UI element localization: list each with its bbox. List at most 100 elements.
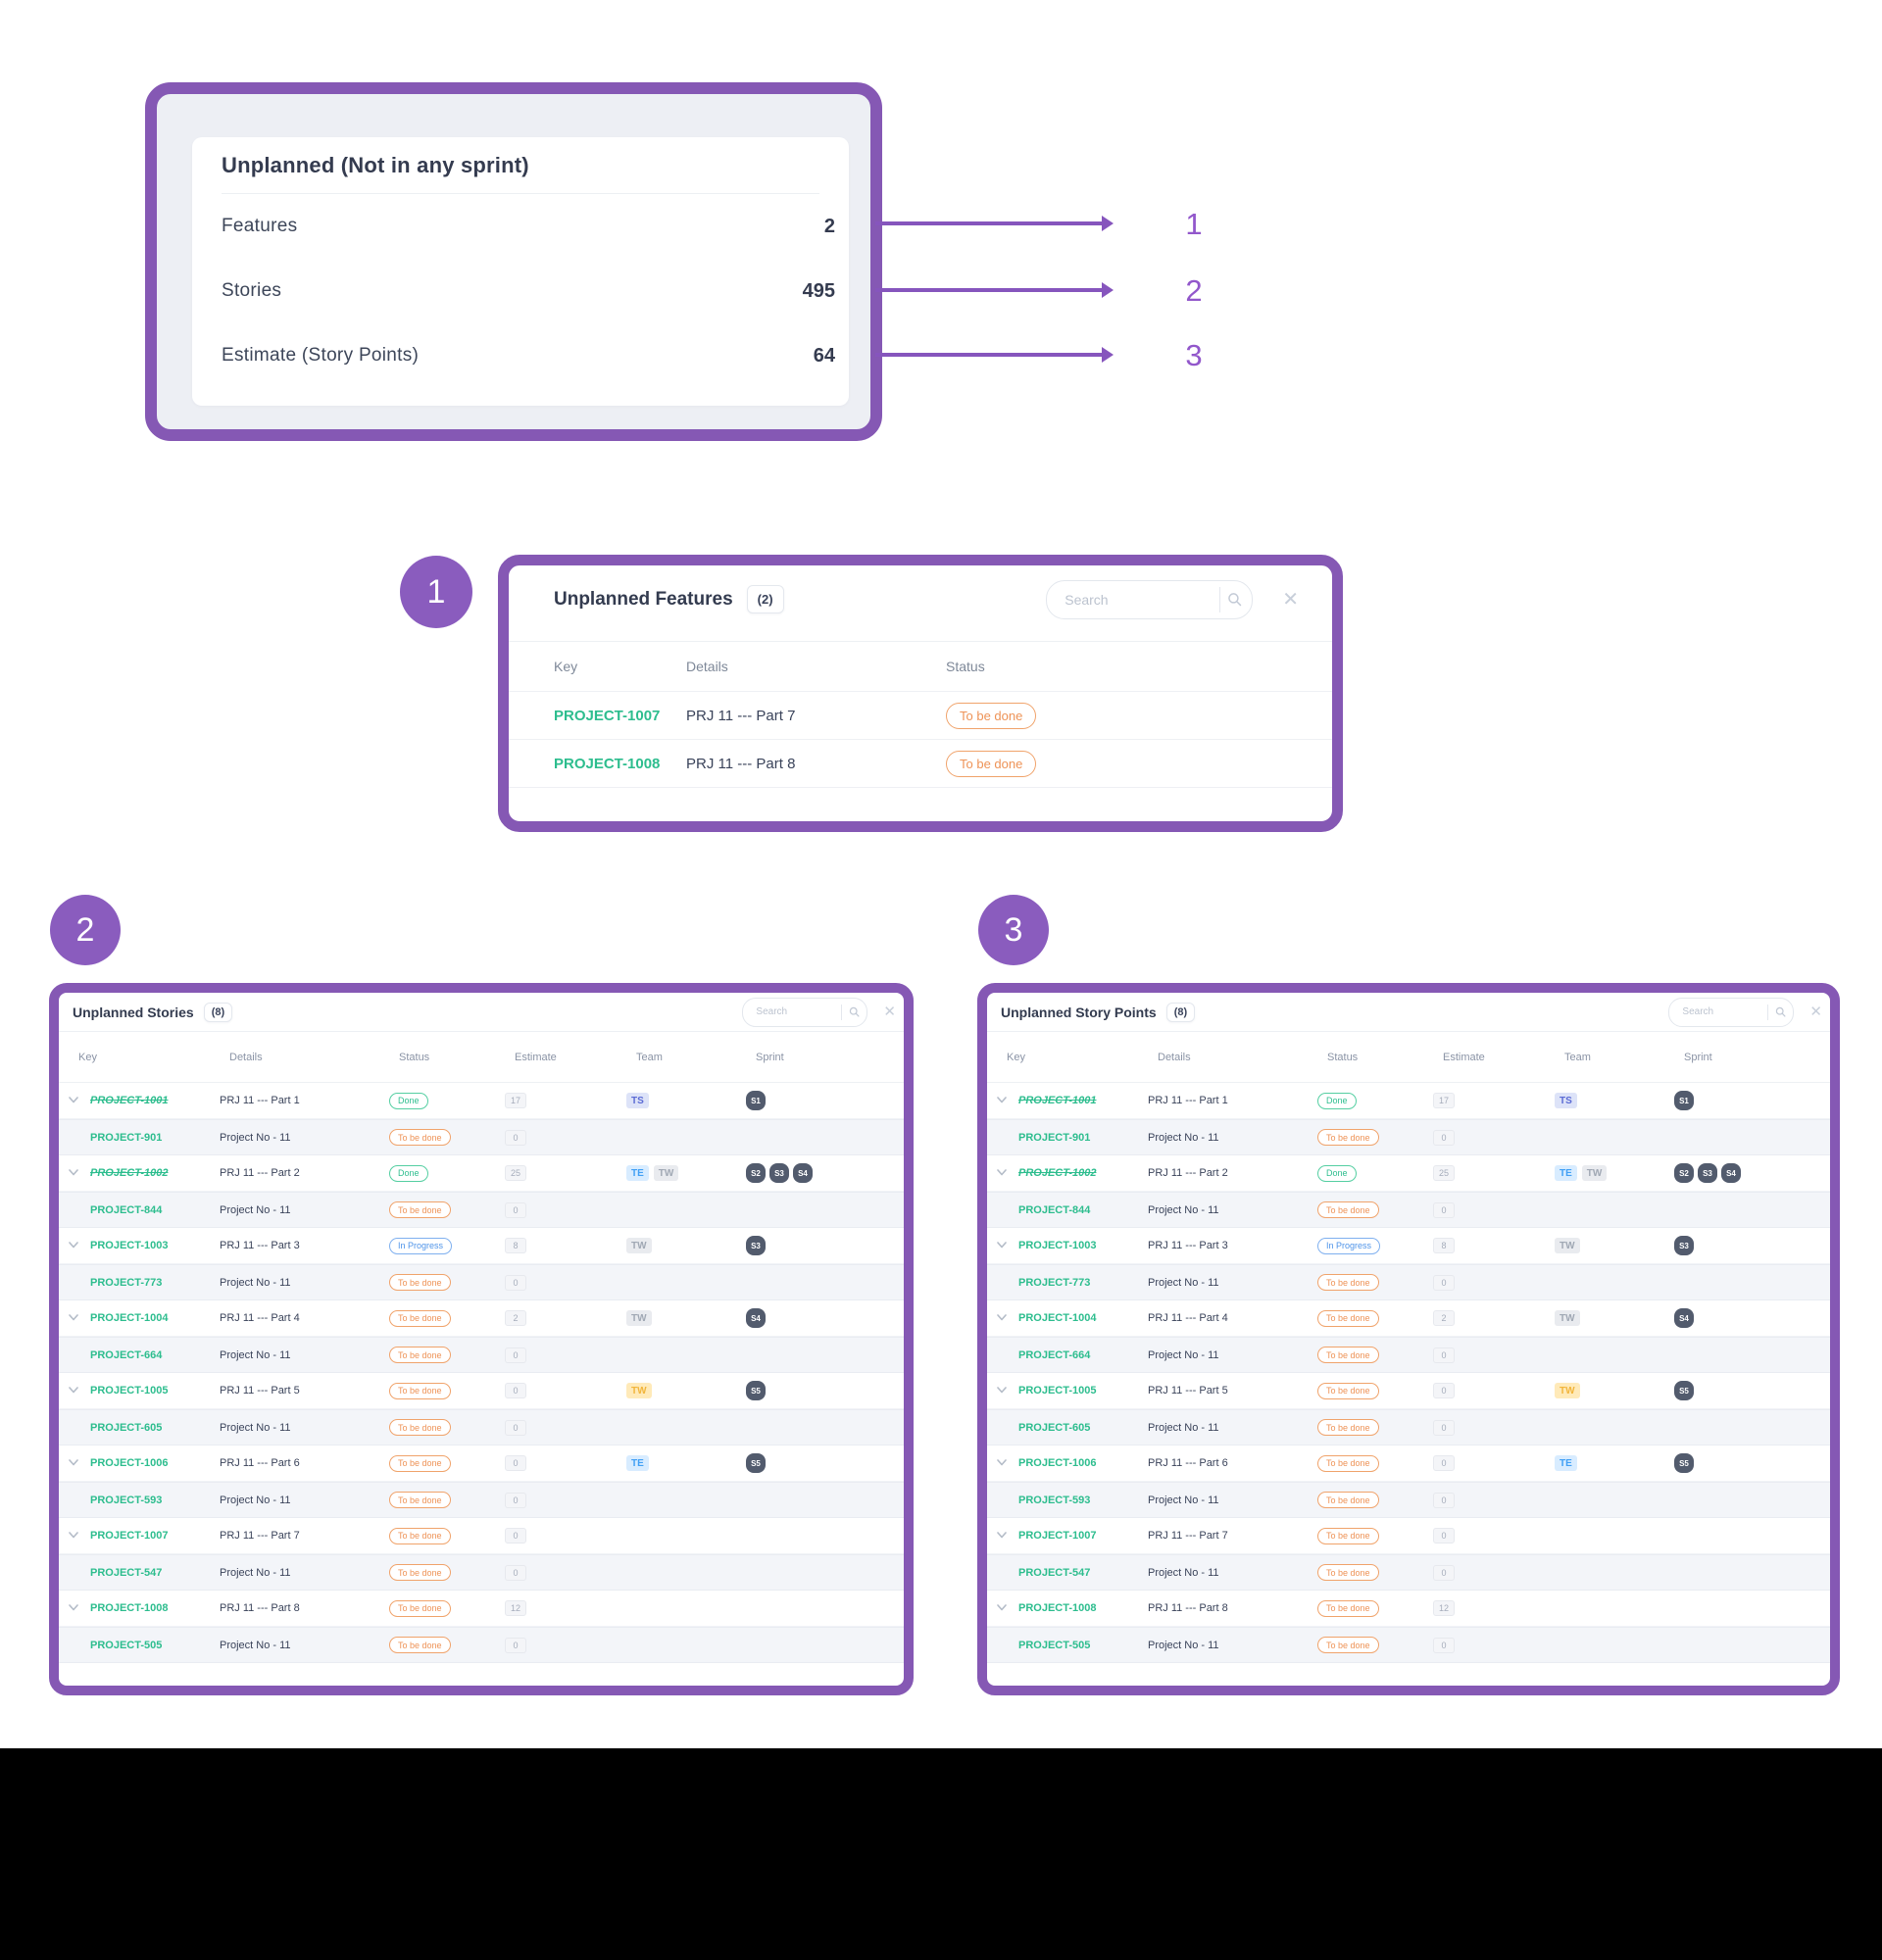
issue-key[interactable]: PROJECT-1005: [90, 1385, 169, 1396]
search-input[interactable]: [1680, 1005, 1761, 1018]
issue-key[interactable]: PROJECT-1002: [90, 1167, 169, 1179]
search-input[interactable]: [754, 1005, 835, 1018]
chevron-down-icon[interactable]: [69, 1169, 78, 1176]
issue-key[interactable]: PROJECT-1005: [1018, 1385, 1097, 1396]
status-cell: To be done: [389, 1492, 505, 1508]
issue-key[interactable]: PROJECT-1003: [90, 1240, 169, 1251]
issue-details: Project No - 11: [1148, 1131, 1219, 1144]
chevron-down-icon[interactable]: [997, 1532, 1007, 1539]
issue-key[interactable]: PROJECT-593: [90, 1494, 163, 1506]
issue-key[interactable]: PROJECT-1003: [1018, 1240, 1097, 1251]
issue-key[interactable]: PROJECT-1008: [1018, 1602, 1097, 1614]
issue-key[interactable]: PROJECT-605: [1018, 1421, 1091, 1434]
issue-key[interactable]: PROJECT-844: [1018, 1203, 1091, 1216]
issue-key[interactable]: PROJECT-664: [90, 1348, 163, 1361]
chevron-down-icon[interactable]: [69, 1097, 78, 1103]
issue-key[interactable]: PROJECT-1004: [1018, 1312, 1097, 1324]
issue-key[interactable]: PROJECT-605: [90, 1421, 163, 1434]
issue-key[interactable]: PROJECT-1007: [554, 707, 661, 724]
issue-key[interactable]: PROJECT-505: [90, 1639, 163, 1651]
issue-key[interactable]: PROJECT-901: [90, 1131, 163, 1144]
chevron-down-icon[interactable]: [997, 1242, 1007, 1249]
issue-key[interactable]: PROJECT-505: [1018, 1639, 1091, 1651]
issue-key[interactable]: PROJECT-1007: [1018, 1530, 1097, 1542]
chevron-down-icon[interactable]: [69, 1314, 78, 1321]
issue-key[interactable]: PROJECT-1002: [1018, 1167, 1097, 1179]
search-box[interactable]: [742, 997, 868, 1027]
close-icon[interactable]: ✕: [883, 1004, 896, 1020]
issue-key[interactable]: PROJECT-1006: [1018, 1457, 1097, 1469]
issue-key[interactable]: PROJECT-547: [90, 1566, 163, 1579]
issue-key[interactable]: PROJECT-844: [90, 1203, 163, 1216]
column-header-key: Key: [78, 1051, 97, 1063]
chevron-down-icon[interactable]: [69, 1387, 78, 1394]
issue-key[interactable]: PROJECT-773: [1018, 1276, 1091, 1289]
chevron-down-icon[interactable]: [997, 1097, 1007, 1103]
chevron-down-icon[interactable]: [69, 1604, 78, 1611]
issue-key[interactable]: PROJECT-1008: [90, 1602, 169, 1614]
issue-key[interactable]: PROJECT-1001: [90, 1095, 169, 1106]
close-icon[interactable]: ✕: [1809, 1004, 1822, 1020]
issue-key[interactable]: PROJECT-547: [1018, 1566, 1091, 1579]
chevron-down-icon[interactable]: [69, 1532, 78, 1539]
chevron-down-icon[interactable]: [997, 1459, 1007, 1466]
issue-key[interactable]: PROJECT-1007: [90, 1530, 169, 1542]
chevron-down-icon[interactable]: [69, 1242, 78, 1249]
estimate-value: 0: [505, 1419, 526, 1436]
chevron-down-icon[interactable]: [997, 1314, 1007, 1321]
summary-row-label: Stories: [222, 280, 282, 301]
chevron-down-icon[interactable]: [69, 1459, 78, 1466]
close-icon[interactable]: ✕: [1282, 588, 1299, 611]
sprint-badge: S5: [1674, 1381, 1694, 1400]
search-input[interactable]: [1063, 590, 1213, 609]
issue-key[interactable]: PROJECT-1008: [554, 755, 661, 772]
search-box[interactable]: [1046, 579, 1254, 619]
chevron-down-icon[interactable]: [997, 1604, 1007, 1611]
search-box[interactable]: [1668, 997, 1795, 1027]
issue-key[interactable]: PROJECT-593: [1018, 1494, 1091, 1506]
chevron-down-icon[interactable]: [997, 1387, 1007, 1394]
issue-key[interactable]: PROJECT-1001: [1018, 1095, 1097, 1106]
issue-key[interactable]: PROJECT-773: [90, 1276, 163, 1289]
issue-key[interactable]: PROJECT-901: [1018, 1131, 1091, 1144]
issue-key[interactable]: PROJECT-1006: [90, 1457, 169, 1469]
chevron-down-icon[interactable]: [997, 1169, 1007, 1176]
issue-key[interactable]: PROJECT-664: [1018, 1348, 1091, 1361]
issue-key[interactable]: PROJECT-1004: [90, 1312, 169, 1324]
issue-details: PRJ 11 --- Part 1: [220, 1095, 300, 1106]
